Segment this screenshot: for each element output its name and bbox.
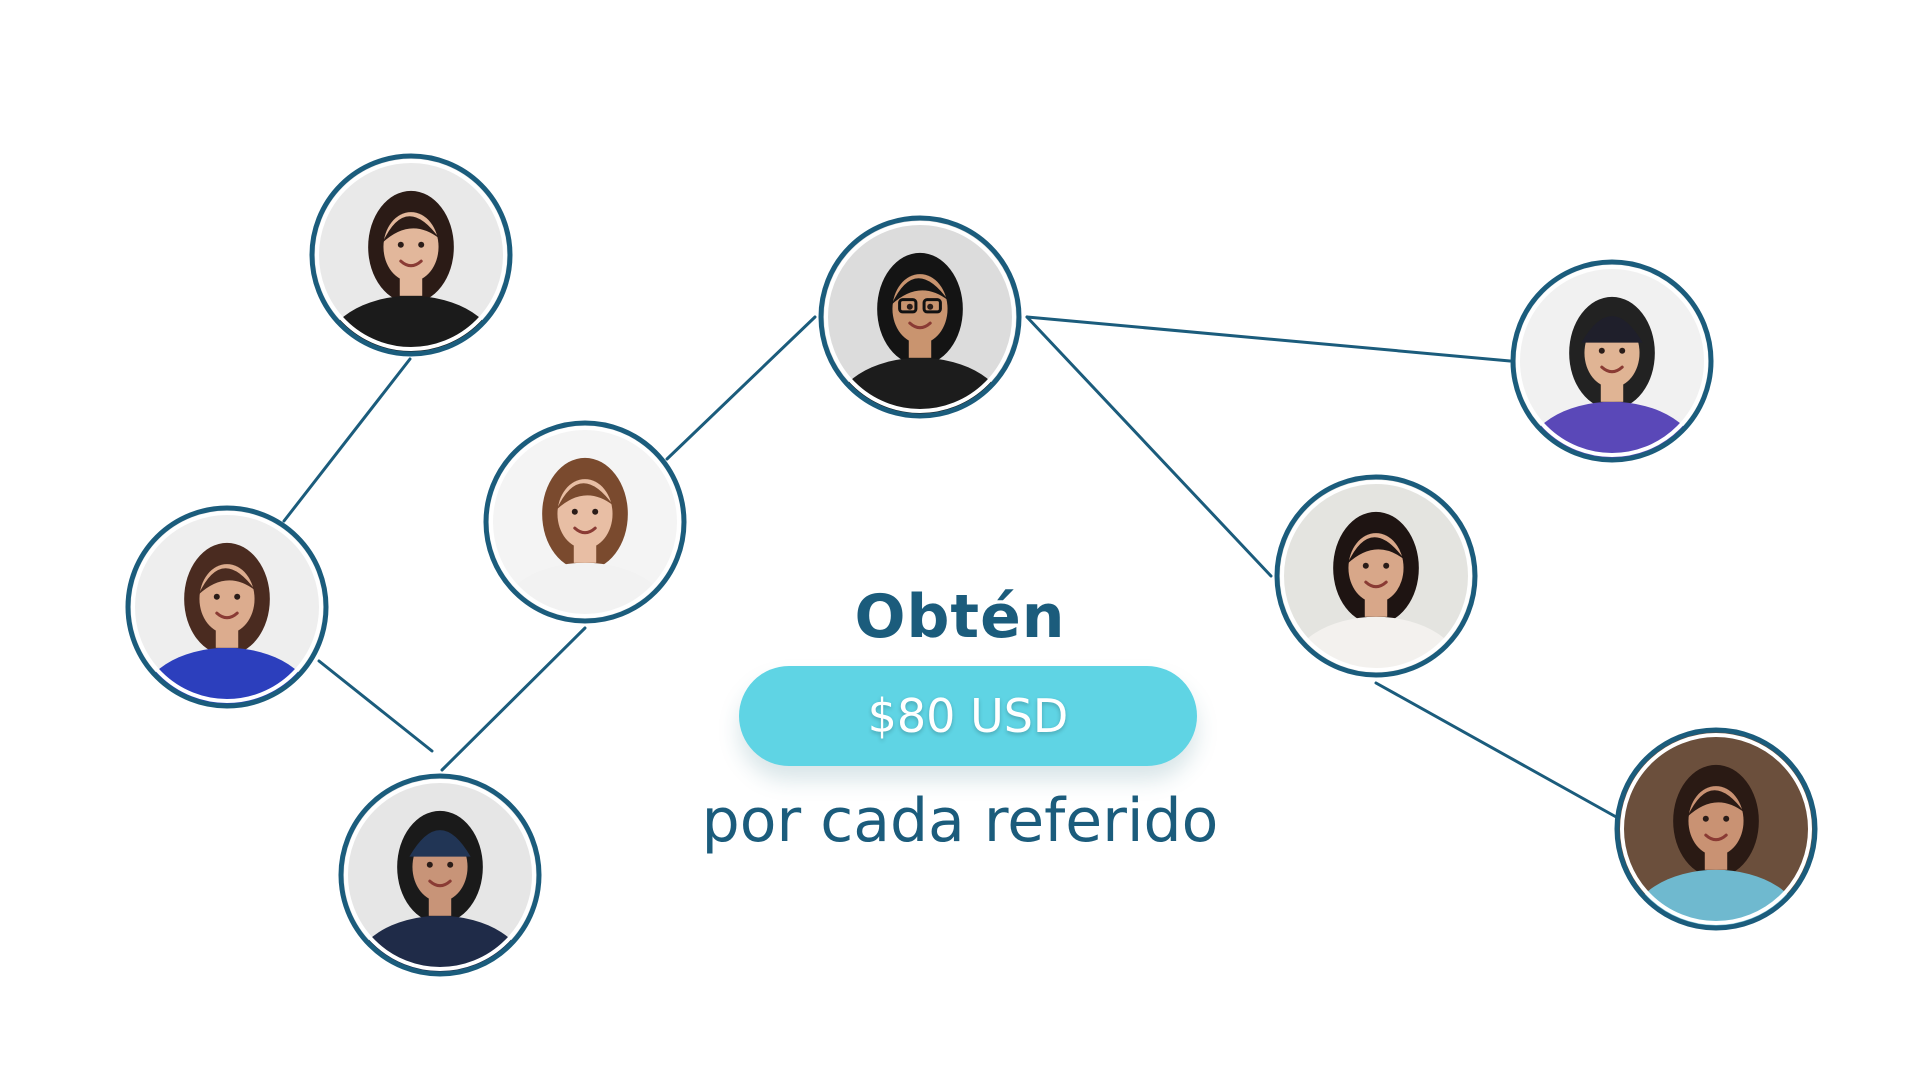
avatar-woman-light-hair (483, 420, 687, 624)
avatar-ring (1274, 474, 1478, 678)
amount-text: $80 USD (867, 689, 1069, 743)
connector-line (1025, 315, 1273, 578)
headline-obten: Obtén (854, 582, 1066, 652)
avatar-woman-teal-scrubs (1614, 727, 1818, 931)
connector-line (1025, 315, 1512, 363)
avatar-ring (818, 215, 1022, 419)
avatar-ring (1510, 259, 1714, 463)
avatar-ring (309, 153, 513, 357)
avatar-man-glasses-black-jacket (818, 215, 1022, 419)
connector-line (665, 315, 817, 461)
avatar-woman-white-jacket (1274, 474, 1478, 678)
avatar-ring (338, 773, 542, 977)
avatar-group (125, 153, 1818, 977)
avatar-woman-black-top (309, 153, 513, 357)
headline-por-cada-referido: por cada referido (701, 786, 1219, 856)
connector-line (317, 659, 434, 753)
portrait-photo (1515, 264, 1709, 458)
portrait-photo (488, 425, 682, 619)
avatar-man-dark-scrubs-cap (338, 773, 542, 977)
avatar-ring (1614, 727, 1818, 931)
connector-line (282, 357, 412, 523)
connector-line (440, 626, 587, 772)
portrait-photo (1279, 479, 1473, 673)
avatar-ring (483, 420, 687, 624)
avatar-ring (125, 505, 329, 709)
amount-badge: $80 USD (739, 666, 1197, 766)
connector-lines (282, 315, 1620, 820)
avatar-man-purple-cap (1510, 259, 1714, 463)
connector-line (1374, 681, 1620, 820)
avatar-woman-blue-blazer (125, 505, 329, 709)
